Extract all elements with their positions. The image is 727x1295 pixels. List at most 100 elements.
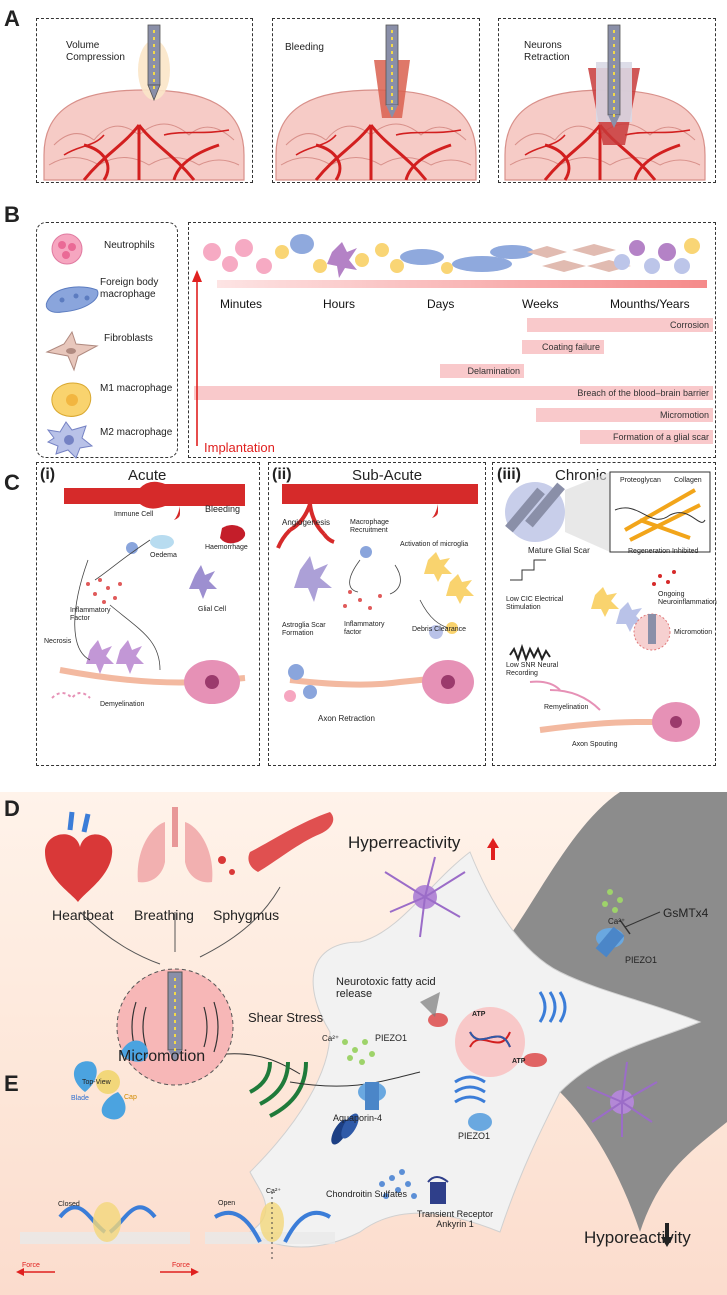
neutrophil-icon [51, 233, 83, 265]
c1-necrosis: Necrosis [44, 638, 72, 645]
panel-a-box-1 [36, 18, 253, 183]
ca-label: Ca²⁺ [322, 1034, 340, 1043]
e-cap: Cap [124, 1094, 137, 1101]
c2-activation-microglia: Activation of microglia [400, 541, 469, 548]
shear-stress-label: Shear Stress [248, 1010, 324, 1025]
c3-regeneration-inhibited: Regeneration Inhibited [628, 548, 699, 555]
piezo1-up-label: PIEZO1 [458, 1131, 491, 1141]
c3-micromotion: Micromotion [674, 629, 713, 636]
c1-inflammatory-factor: Inflammatory Factor [70, 607, 111, 622]
legend-foreign-body-macrophage: Foreign body macrophage [100, 277, 159, 300]
e-force-right: Force [172, 1262, 190, 1269]
c1-demyelination: Demyelination [100, 701, 145, 708]
subacute-title: Sub-Acute [352, 467, 423, 484]
c1-glial-cell: Glial Cell [198, 606, 227, 613]
c3-proteoglycan: Proteoglycan [620, 477, 661, 484]
panel-c-illustrations [51, 471, 711, 742]
breathing-label: Breathing [134, 907, 194, 923]
blood-vessel-icon [218, 812, 334, 875]
acute-number: (i) [40, 466, 56, 483]
e-blade: Blade [71, 1095, 89, 1102]
panel-label-d: D [4, 796, 20, 821]
panel-label-e: E [4, 1071, 19, 1096]
heartbeat-label: Heartbeat [52, 907, 114, 923]
gsmtx4-label: GsMTx4 [663, 906, 709, 920]
ca-label-right: Ca²⁺ [608, 917, 626, 926]
c3-ongoing-neuroinflammation: Ongoing Neuroinflammation [658, 591, 717, 606]
c1-oedema: Oedema [150, 552, 177, 559]
timeline-cells [203, 234, 707, 288]
subacute-number: (ii) [272, 466, 292, 483]
sphygmus-label: Sphygmus [213, 907, 280, 923]
c3-low-snr: Low SNR Neural Recording [506, 662, 559, 677]
c1-haemorrhage: Haemorrhage [205, 544, 248, 551]
atp-down-label: ATP [512, 1058, 526, 1065]
panel-c-acute-box [36, 462, 260, 766]
timeline-minutes: Minutes [220, 297, 263, 311]
panel-label-a: A [4, 6, 20, 31]
trpa1-label: Transient Receptor Ankyrin 1 [416, 1209, 494, 1229]
bar-glial-scar: Formation of a glial scar [580, 430, 713, 444]
volume-compression-label: Volume Compression [66, 40, 125, 63]
heart-icon [45, 811, 113, 902]
legend-fibroblasts: Fibroblasts [104, 333, 153, 344]
bleeding-label: Bleeding [285, 42, 324, 53]
panel-a-brains [42, 24, 707, 182]
e-top-view: Top-View [82, 1079, 111, 1086]
legend-m2-macrophage: M2 macrophage [100, 427, 173, 438]
panel-c-chronic-box [492, 462, 716, 766]
panel-d-illustration [16, 792, 727, 1276]
panel-a-box-2 [272, 18, 480, 183]
timeline-weeks: Weeks [522, 297, 559, 311]
c3-mature-glial-scar: Mature Glial Scar [528, 546, 590, 555]
e-ca: Ca²⁺ [266, 1188, 281, 1195]
implantation-label: Implantation [204, 440, 275, 455]
timeline-box [188, 222, 716, 458]
piezo-channel-icon-right [595, 926, 625, 958]
c2-macrophage-recruitment: Macrophage Recruitment [350, 519, 389, 534]
c3-collagen: Collagen [674, 477, 702, 484]
panel-label-b: B [4, 202, 20, 227]
panel-a-box-3 [498, 18, 716, 183]
c2-astroglia-scar: Astroglia Scar Formation [282, 622, 326, 637]
c2-axon-retraction: Axon Retraction [318, 714, 375, 723]
atp-label: ATP [472, 1011, 486, 1018]
implantation-arrow [192, 270, 202, 446]
c3-remyelination: Remyelination [544, 704, 589, 711]
lungs-icon [137, 807, 213, 883]
c3-low-cic: Low CIC Electrical Stimulation [506, 596, 564, 611]
hyporeactivity-label: Hyporeactivity [584, 1228, 691, 1247]
piezo-channel-icon [358, 1082, 386, 1110]
chondroitin-label: Chondroitin Sulfates [326, 1189, 408, 1199]
bar-coating-failure: Coating failure [522, 340, 604, 354]
neurons-retraction-label: Neurons Retraction [524, 40, 570, 63]
neurotoxic-label: Neurotoxic fatty acid release [336, 976, 436, 1000]
chronic-number: (iii) [497, 466, 521, 483]
m1-macrophage-icon [51, 382, 92, 417]
c1-immune-cell: Immune Cell [114, 511, 154, 518]
bar-delamination: Delamination [440, 364, 524, 378]
c2-angiogenesis: Angiogenesis [282, 518, 331, 527]
hyperreactivity-label: Hyperreactivity [348, 833, 461, 852]
timeline-days: Days [427, 297, 455, 311]
c3-axon-spouting: Axon Spouting [572, 741, 618, 748]
hyporeactive-astrocyte-icon [586, 1061, 658, 1137]
bar-bbb-breach: Breach of the blood–brain barrier [194, 386, 713, 400]
trpa1-channel-icon [427, 1176, 449, 1204]
panel-label-c: C [4, 470, 20, 495]
piezo1-label-right: PIEZO1 [625, 955, 658, 965]
c2-debris-clearance: Debris Clearance [412, 626, 467, 633]
timeline-hours: Hours [323, 297, 356, 311]
aquaporin-label: Aquaporin-4 [333, 1113, 383, 1123]
cell-legend-icons [45, 233, 99, 459]
foreign-body-macrophage-icon [45, 286, 99, 313]
legend-neutrophils: Neutrophils [104, 240, 155, 251]
e-closed: Closed [58, 1201, 80, 1208]
e-force-left: Force [22, 1262, 40, 1269]
hyperreactive-astrocyte-icon [384, 856, 466, 938]
c1-bleeding: Bleeding [205, 504, 241, 514]
timeline-months-years: Mounths/Years [610, 297, 690, 311]
piezo-top-view-icon [73, 1040, 149, 1120]
piezo1-label: PIEZO1 [375, 1033, 408, 1043]
c2-inflammatory-factor: Inflammatory factor [344, 621, 385, 636]
